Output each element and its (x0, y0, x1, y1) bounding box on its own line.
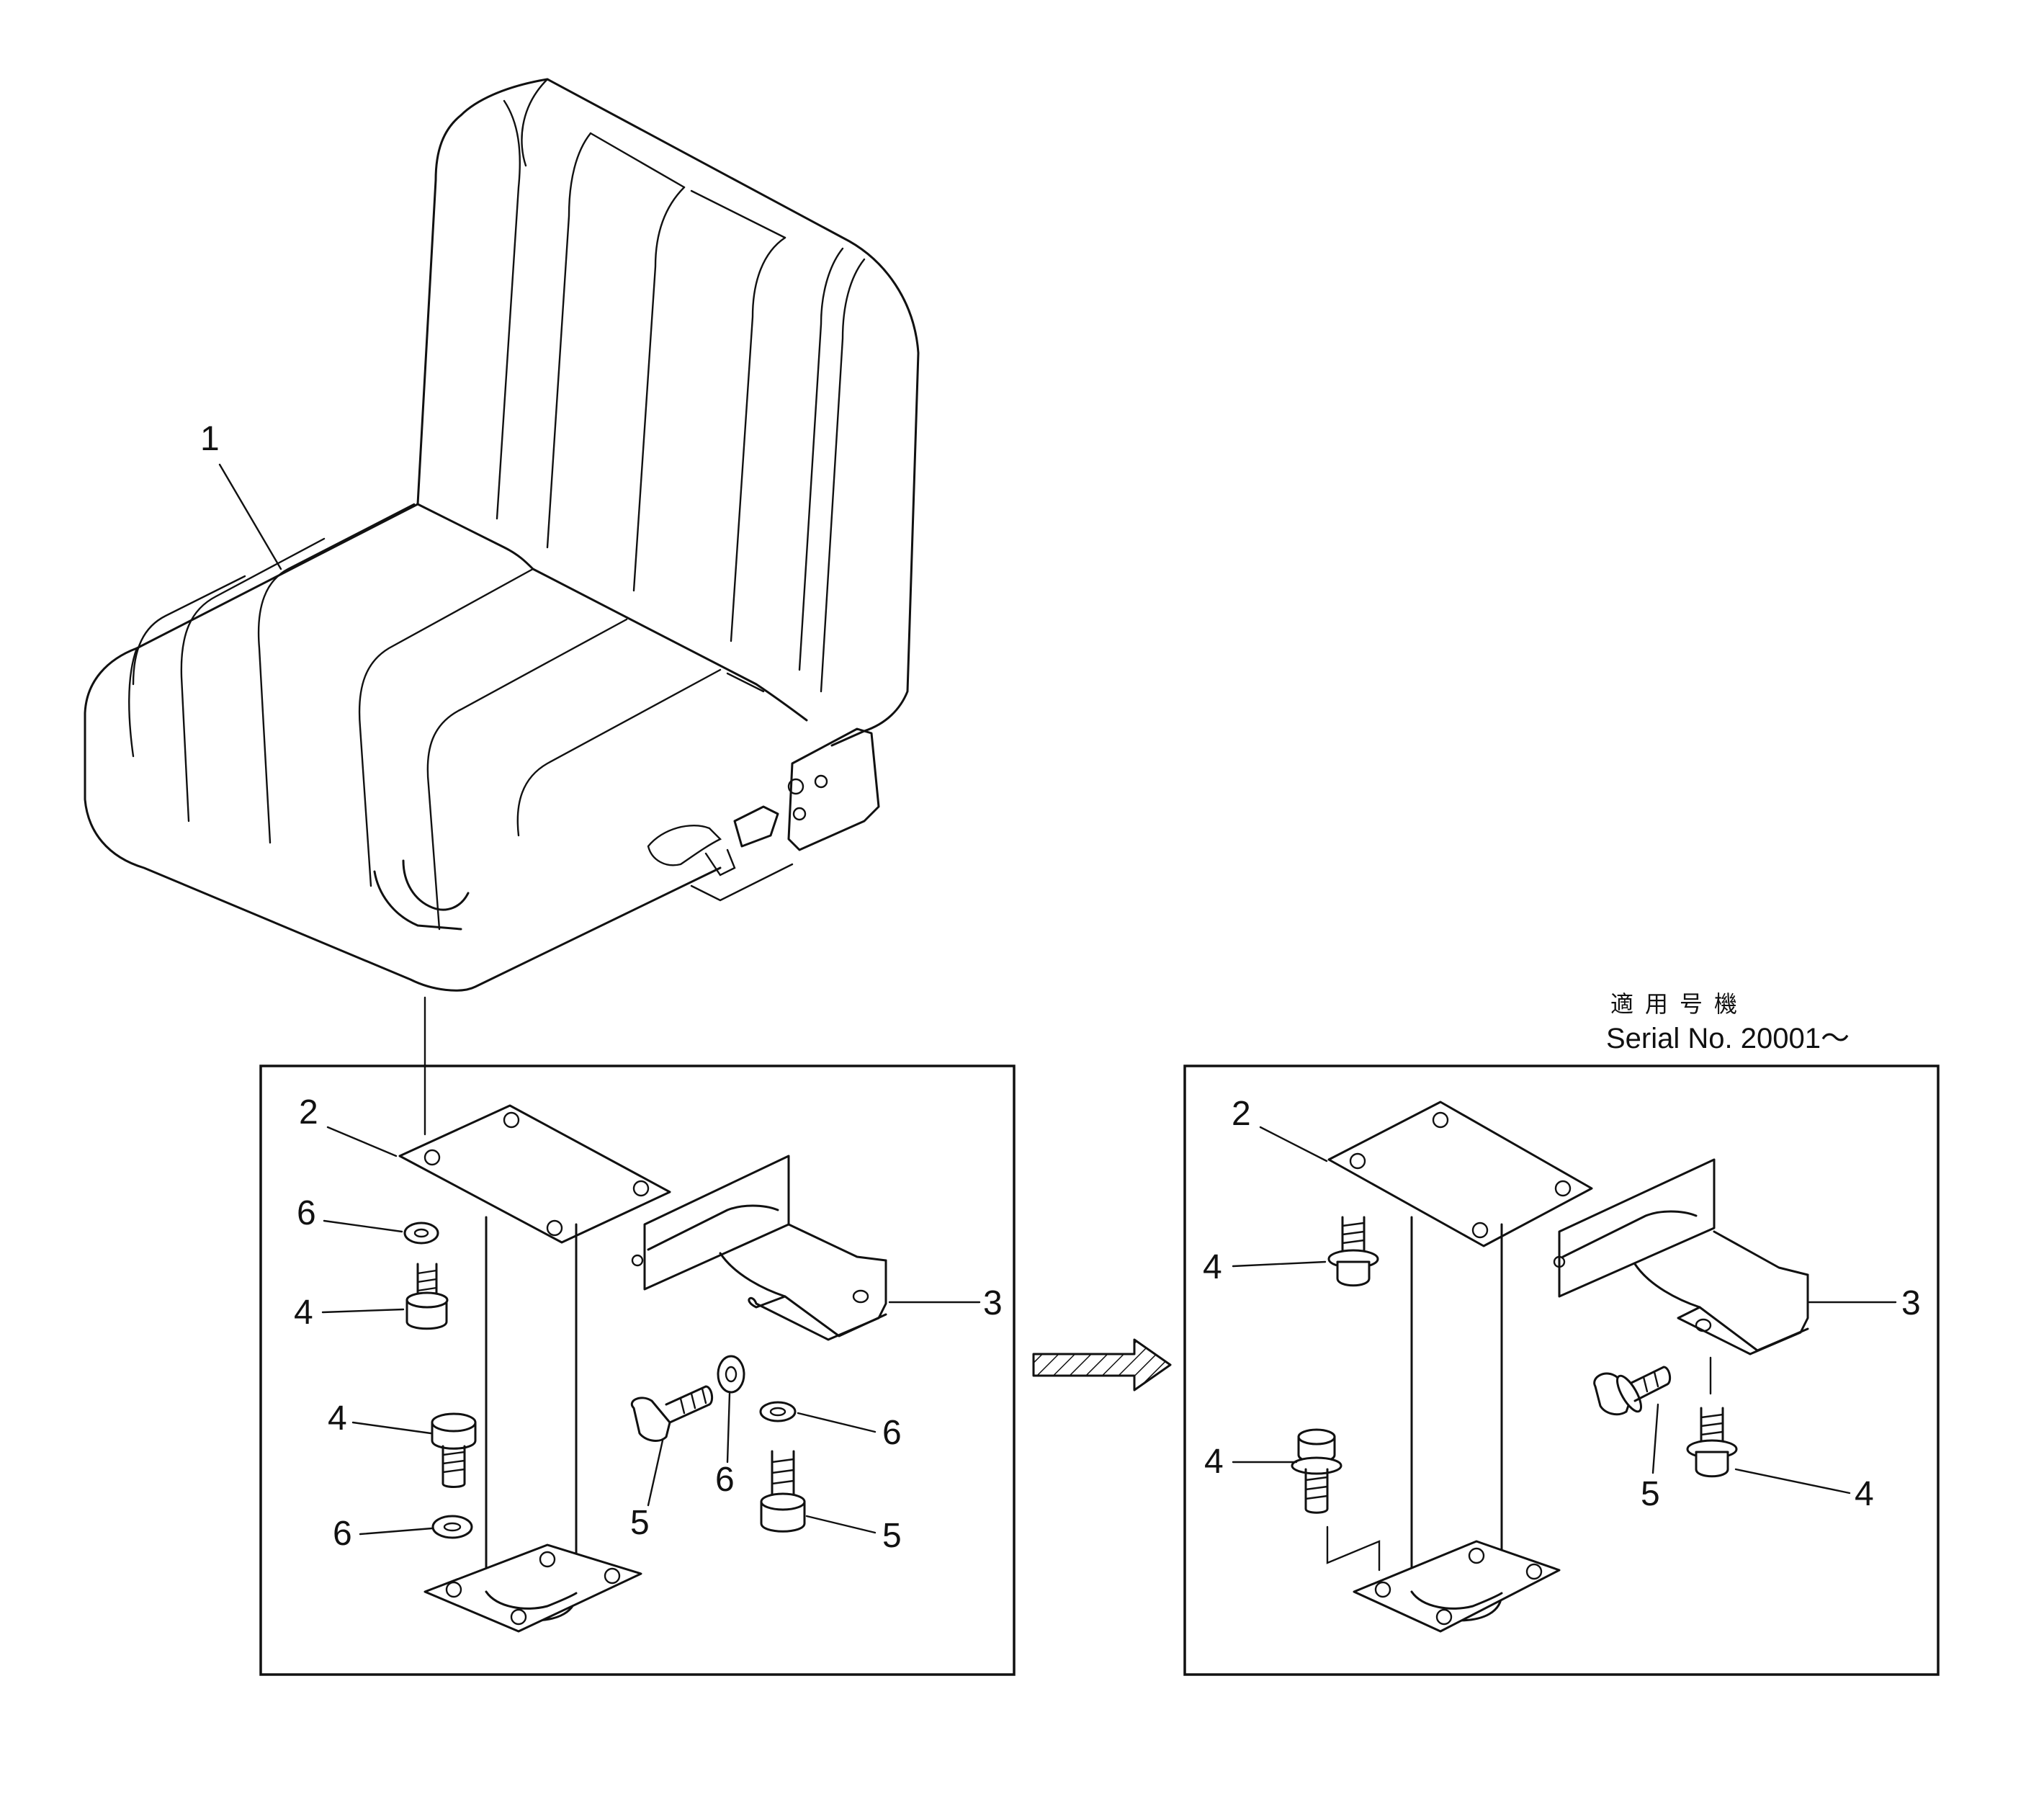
callout-right-plate: 2 (1232, 1095, 1251, 1133)
seat-illustration (84, 78, 920, 1136)
callout-left-bracket: 3 (983, 1284, 1003, 1322)
callout-left-washer-d: 6 (882, 1414, 902, 1452)
callout-right-bolt-d: 5 (1641, 1475, 1660, 1513)
callout-right-bracket: 3 (1901, 1284, 1921, 1322)
callout-right-bolt-a: 4 (1203, 1248, 1222, 1286)
right-pedestal-illustration (1291, 1101, 1809, 1633)
callout-left-bolt-c: 5 (630, 1504, 650, 1542)
callout-seat: 1 (200, 420, 220, 458)
left-pedestal-illustration (398, 1104, 887, 1633)
right-detail-panel (1183, 1065, 1940, 1676)
serial-applicable-units: 適用号機 (1610, 991, 1749, 1017)
callout-left-washer-b: 6 (333, 1515, 352, 1553)
callout-left-washer-a: 6 (297, 1194, 316, 1232)
callout-right-bolt-c: 4 (1855, 1475, 1874, 1513)
serial-number: Serial No. 20001～ (1606, 1023, 1850, 1054)
left-detail-panel (259, 1065, 1016, 1676)
callout-left-bolt-d: 5 (882, 1517, 902, 1555)
callout-left-bolt-b: 4 (328, 1399, 347, 1438)
callout-left-bolt-a: 4 (294, 1294, 313, 1332)
callout-left-washer-c: 6 (715, 1461, 735, 1499)
revision-arrow (1032, 1338, 1172, 1392)
callout-left-plate: 2 (299, 1093, 318, 1131)
callout-right-bolt-b: 4 (1204, 1443, 1224, 1481)
